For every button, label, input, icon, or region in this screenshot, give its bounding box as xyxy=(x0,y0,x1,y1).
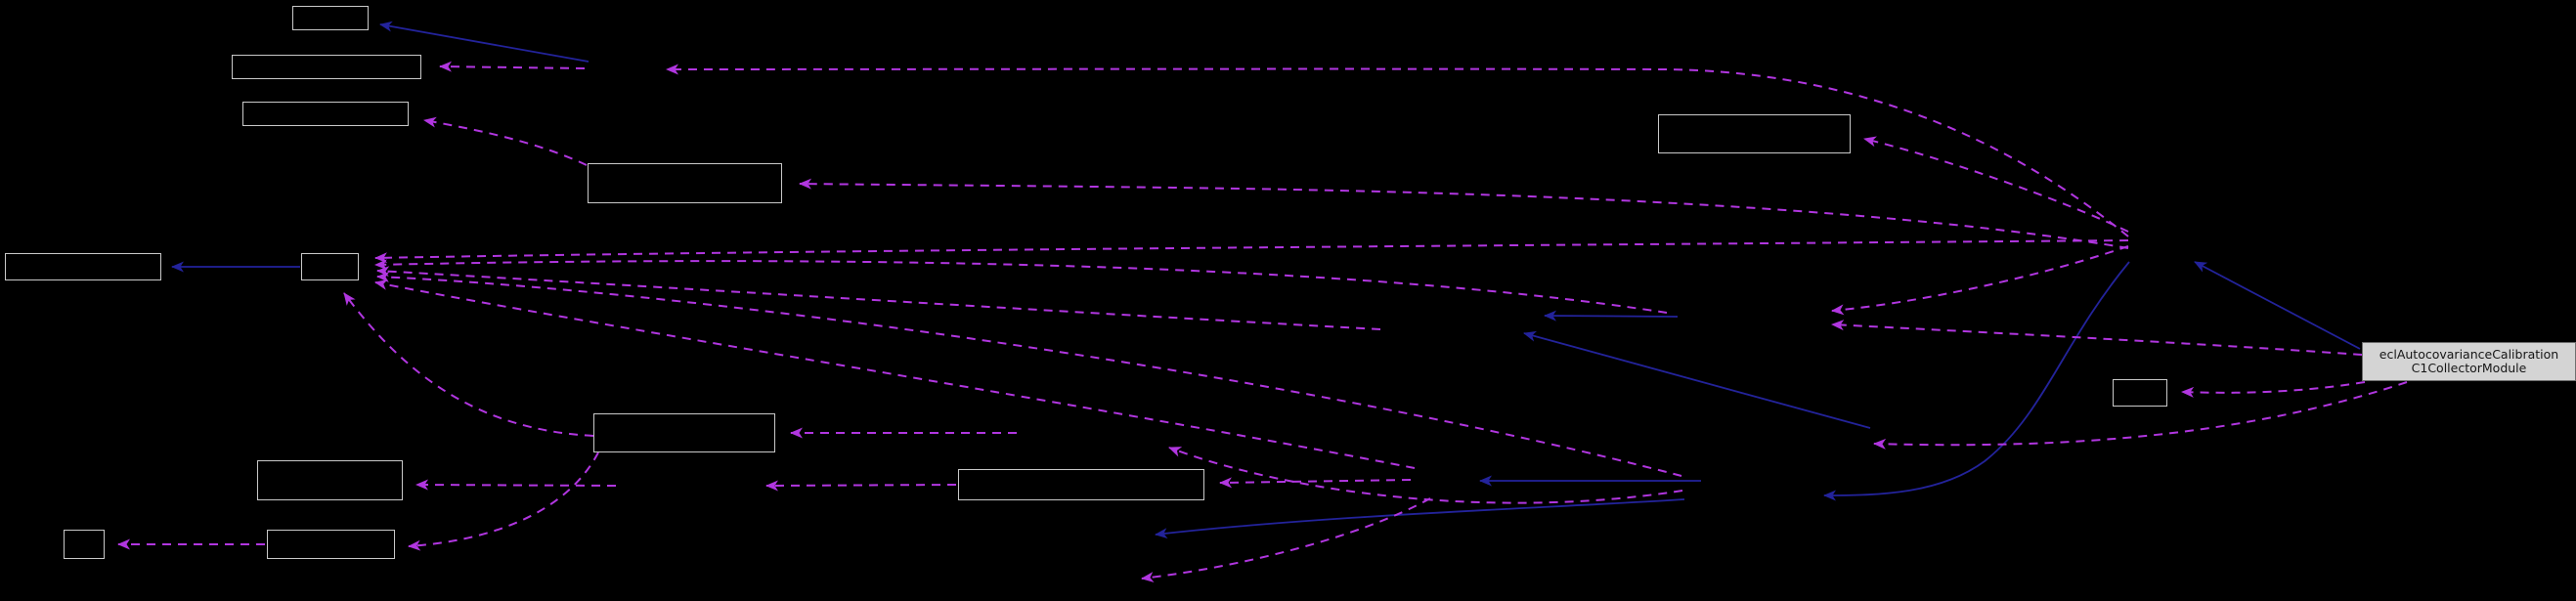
edge-mid-lower-to-hub xyxy=(343,292,594,437)
edge-e-to-d-inherit xyxy=(1544,310,1679,322)
current-node-label-line1: eclAutocovarianceCalibration xyxy=(2379,346,2559,362)
node-right-upper[interactable] xyxy=(1658,114,1851,153)
node-hub[interactable] xyxy=(301,253,359,280)
edge-c-to-bottom-j xyxy=(1141,497,1431,583)
edge-current-to-right-small xyxy=(2181,381,2366,398)
edge-base-to-e xyxy=(1831,245,2129,316)
edge-h-to-lower-left xyxy=(415,479,617,491)
edge-mid-lower-to-bottom-left xyxy=(408,451,599,551)
edge-d-to-hub xyxy=(376,266,1381,330)
edge-c-to-hub xyxy=(374,279,1416,469)
node-right-small[interactable] xyxy=(2113,379,2167,407)
edge-current-to-e xyxy=(1831,320,2363,356)
edge-b-to-lower-inherit xyxy=(1155,498,1685,539)
node-lower-left[interactable] xyxy=(257,460,403,500)
edge-mid-upper-to-third xyxy=(423,116,588,166)
edge-b-to-g xyxy=(1168,447,1683,504)
edge-long-top-use xyxy=(666,64,2129,237)
current-node[interactable]: eclAutocovarianceCalibration C1Collector… xyxy=(2362,342,2576,381)
node-top-small[interactable] xyxy=(292,6,369,30)
edge-base-to-hub xyxy=(374,239,2129,264)
edge-base-curve-down xyxy=(1823,261,2130,501)
edge-e-to-hub xyxy=(374,259,1668,314)
edge-bottom-center-to-h xyxy=(765,480,957,492)
edge-diag-inherit xyxy=(1523,330,1871,429)
node-mid-lower[interactable] xyxy=(593,413,775,452)
edge-b-to-hub xyxy=(376,272,1682,477)
node-mid-upper[interactable] xyxy=(588,163,782,203)
node-left-base[interactable] xyxy=(5,253,161,280)
edge-current-to-base-junction xyxy=(2194,261,2361,350)
edge-current-to-b xyxy=(1873,381,2408,450)
node-bottom-center[interactable] xyxy=(958,469,1204,500)
node-upper-left-third[interactable] xyxy=(242,102,409,126)
edge-junction-to-upper-wide xyxy=(439,61,586,72)
edge-base-to-mid-upper xyxy=(799,178,2129,249)
node-upper-left-wide[interactable] xyxy=(232,55,421,79)
edge-junction-to-top-small xyxy=(379,21,589,63)
node-bottom-tiny[interactable] xyxy=(64,530,105,559)
edge-c-to-bottom-center xyxy=(1219,477,1412,489)
node-bottom-left[interactable] xyxy=(267,530,395,559)
current-node-label-line2: C1CollectorModule xyxy=(2411,361,2527,375)
edge-base-to-right-upper xyxy=(1863,136,2129,233)
